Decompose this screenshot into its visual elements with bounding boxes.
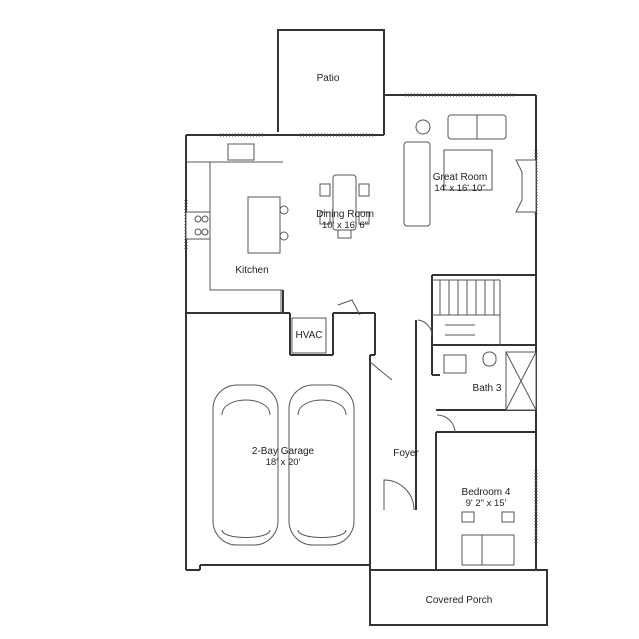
room-label-great-room: Great Room 14' x 16' 10": [433, 172, 487, 194]
patio-name: Patio: [316, 73, 340, 84]
fixtures: [185, 114, 537, 566]
bedroom-4-name: Bedroom 4: [461, 487, 511, 498]
garage-cars: [212, 384, 355, 546]
dining-room-name: Dining Room: [316, 209, 374, 220]
room-label-covered-porch: Covered Porch: [426, 595, 493, 606]
dining-room-size: 10' x 16' 6": [321, 220, 369, 231]
stairs: [432, 279, 501, 345]
garage-size: 18' x 20': [265, 457, 301, 468]
great-room-name: Great Room: [432, 172, 488, 183]
room-label-kitchen: Kitchen: [235, 265, 268, 276]
doors: [280, 290, 456, 511]
room-label-bath-3: Bath 3: [473, 383, 502, 394]
garage-name: 2-Bay Garage: [251, 446, 315, 457]
room-label-patio: Patio: [317, 73, 340, 84]
covered-porch-outline: [369, 569, 548, 626]
great-room-size: 14' x 16' 10": [434, 183, 486, 194]
covered-porch-name: Covered Porch: [425, 595, 493, 606]
hvac-name: HVAC: [295, 330, 323, 341]
foyer-name: Foyer: [393, 448, 419, 459]
kitchen-name: Kitchen: [235, 265, 269, 276]
bedroom-4-size: 9' 2" x 15': [465, 498, 507, 509]
room-label-hvac: HVAC: [295, 330, 322, 341]
bath-3-name: Bath 3: [472, 383, 502, 394]
patio-outline: [277, 29, 385, 132]
room-label-bedroom-4: Bedroom 4 9' 2" x 15': [462, 487, 511, 509]
room-label-foyer: Foyer: [393, 448, 419, 459]
room-label-dining-room: Dining Room 10' x 16' 6": [316, 209, 374, 231]
room-label-garage: 2-Bay Garage 18' x 20': [252, 446, 314, 468]
